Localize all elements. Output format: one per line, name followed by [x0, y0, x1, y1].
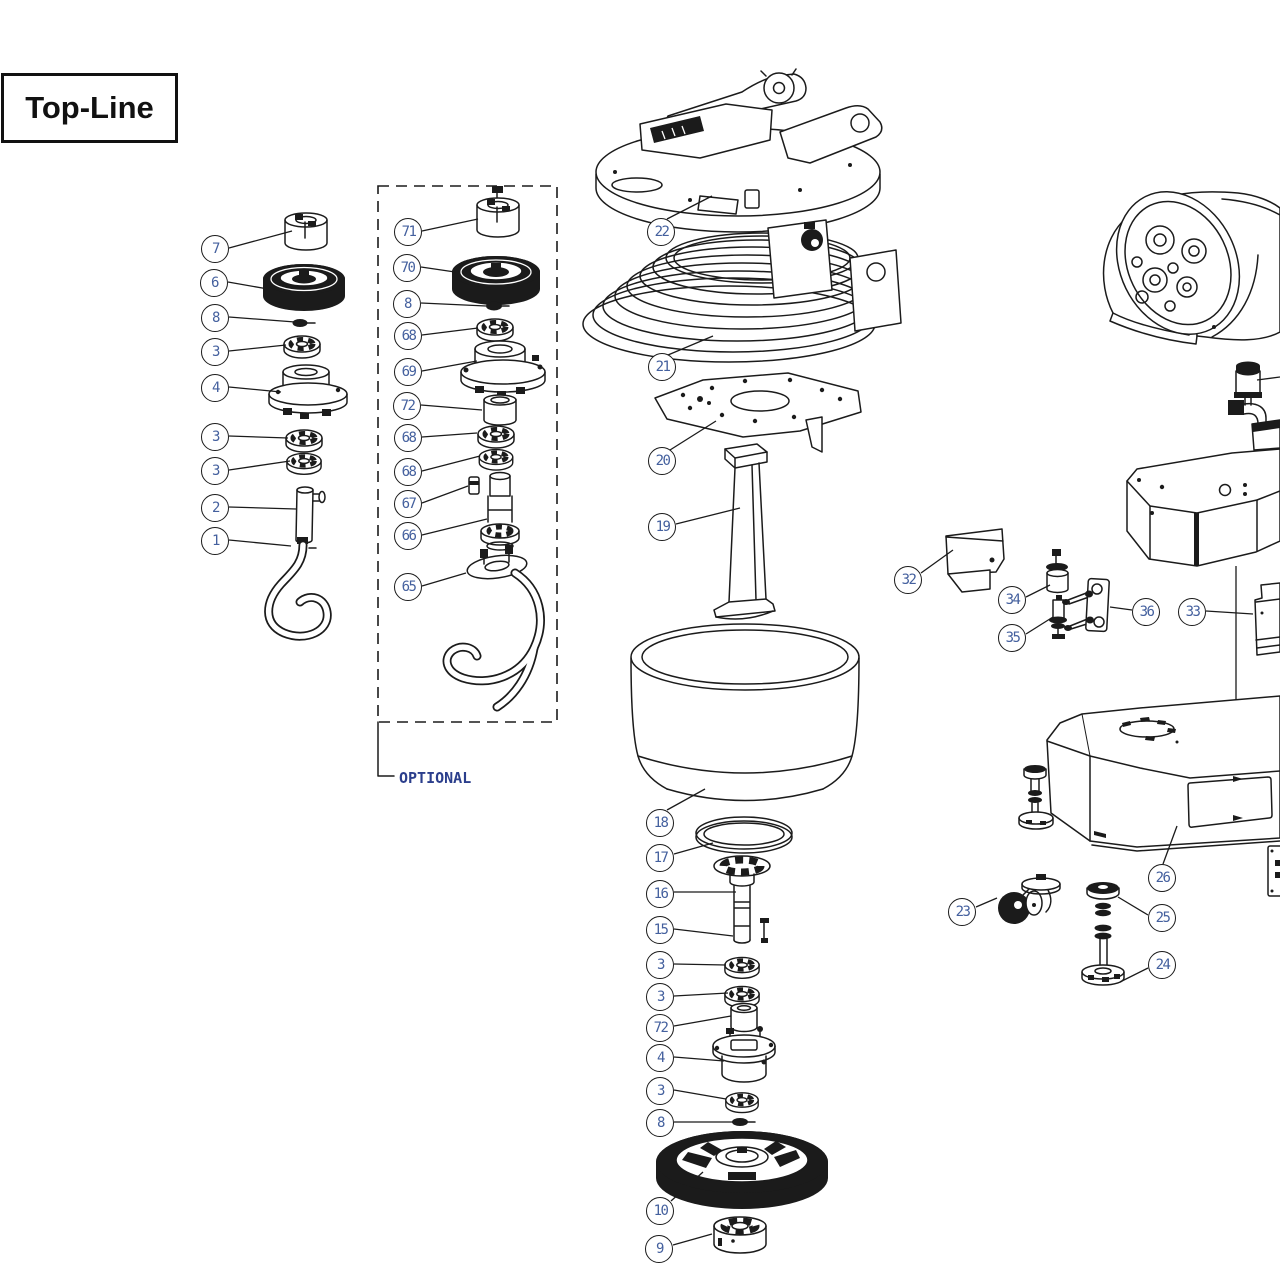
callout-3: 3: [201, 423, 229, 451]
part-upper-frame: [1126, 448, 1280, 701]
part-coupling-71: [476, 186, 520, 238]
callout-26: 26: [1148, 864, 1176, 892]
part-spacer-72-center: [730, 1002, 758, 1033]
callout-68: 68: [394, 322, 422, 350]
callout-67: 67: [394, 490, 422, 518]
callout-4: 4: [646, 1044, 674, 1072]
callout-23: 23: [948, 898, 976, 926]
part-bowl-ring-17: [695, 816, 793, 854]
optional-group-box: [377, 185, 558, 777]
part-bracket-32: [945, 528, 1005, 593]
part-column-19: [713, 443, 776, 620]
callout-22: 22: [647, 218, 675, 246]
callout-36: 36: [1132, 598, 1160, 626]
part-hub-69: [460, 340, 546, 397]
callout-17: 17: [646, 844, 674, 872]
part-base-26: [1018, 695, 1280, 852]
callout-20: 20: [648, 447, 676, 475]
callout-66: 66: [394, 522, 422, 550]
part-shaft-2: [295, 486, 326, 544]
callout-4: 4: [201, 374, 229, 402]
part-pin-67: [468, 476, 480, 495]
part-spacer-72-optional: [483, 394, 517, 426]
callout-3: 3: [646, 951, 674, 979]
part-capacitor-bracket: [1228, 361, 1280, 451]
part-plug-8-optional: [486, 301, 510, 311]
leader-lines: [227, 195, 1254, 1246]
callout-3: 3: [646, 1077, 674, 1105]
part-bearing-3d: [725, 957, 759, 978]
callout-10: 10: [646, 1197, 674, 1225]
callout-3: 3: [646, 983, 674, 1011]
callout-19: 19: [648, 513, 676, 541]
callout-68: 68: [394, 424, 422, 452]
callout-21: 21: [648, 353, 676, 381]
part-top-yoke-22: [595, 68, 883, 233]
callout-1: 1: [201, 527, 229, 555]
callout-8: 8: [201, 304, 229, 332]
part-bowl-guard-21: [582, 219, 902, 363]
callout-34: 34: [998, 586, 1026, 614]
callout-3: 3: [201, 457, 229, 485]
part-edge-plate: [1267, 845, 1280, 897]
callout-9: 9: [645, 1235, 673, 1263]
part-pin-35: [1049, 595, 1067, 639]
part-shaft-66: [480, 471, 520, 551]
diagram-title: Top-Line: [25, 90, 154, 125]
callout-72: 72: [393, 392, 421, 420]
part-screw-8: [292, 319, 316, 327]
part-mounting-plate-20: [654, 372, 862, 453]
part-bearing-3c: [287, 453, 321, 474]
part-bearing-68a: [477, 319, 513, 341]
part-panel-33: [1254, 582, 1280, 656]
callout-70: 70: [393, 254, 421, 282]
part-bearing-3a: [284, 336, 320, 358]
part-splined-hub-16: [713, 855, 771, 941]
callout-16: 16: [646, 880, 674, 908]
callout-68: 68: [394, 458, 422, 486]
part-hub-4: [268, 364, 348, 419]
callout-65: 65: [394, 573, 422, 601]
part-damper-34: [1046, 549, 1069, 594]
part-spiral-hook-1: [264, 537, 332, 641]
part-pulley-70: [452, 256, 540, 305]
part-bearing-68c: [479, 450, 512, 470]
callout-33: 33: [1178, 598, 1206, 626]
part-bowl-18: [630, 623, 860, 802]
callout-15: 15: [646, 916, 674, 944]
part-shaft-bolt-15: [733, 918, 769, 944]
callout-71: 71: [394, 218, 422, 246]
callout-6: 6: [200, 269, 228, 297]
callout-18: 18: [646, 809, 674, 837]
callout-7: 7: [201, 235, 229, 263]
part-bearing-68b: [478, 426, 514, 448]
diagram-title-box: Top-Line: [1, 73, 178, 143]
part-bearing-3b: [286, 430, 322, 452]
part-bearing-3f: [726, 1093, 758, 1113]
callout-35: 35: [998, 624, 1026, 652]
part-leveling-leg-24: [1081, 924, 1125, 986]
callout-72: 72: [646, 1014, 674, 1042]
callout-8: 8: [393, 290, 421, 318]
part-pulley-6: [263, 264, 345, 311]
optional-label: OPTIONAL: [399, 769, 472, 787]
part-coupling-7: [284, 212, 328, 251]
callout-2: 2: [201, 494, 229, 522]
callout-3: 3: [201, 338, 229, 366]
part-caster-23: [998, 874, 1061, 924]
callout-69: 69: [394, 358, 422, 386]
part-stud-plate-36: [1062, 577, 1110, 633]
part-drive-pulley-10: [656, 1131, 828, 1209]
part-hub-4-center: [712, 1026, 776, 1083]
callout-25: 25: [1148, 904, 1176, 932]
callout-8: 8: [646, 1109, 674, 1137]
part-head-housing: [1102, 191, 1280, 345]
callout-32: 32: [894, 566, 922, 594]
part-screw-8-center: [732, 1118, 756, 1126]
part-locknut-9: [713, 1216, 767, 1254]
part-beater-65: [442, 545, 545, 712]
part-foot-flange-25: [1086, 882, 1120, 917]
callout-24: 24: [1148, 951, 1176, 979]
